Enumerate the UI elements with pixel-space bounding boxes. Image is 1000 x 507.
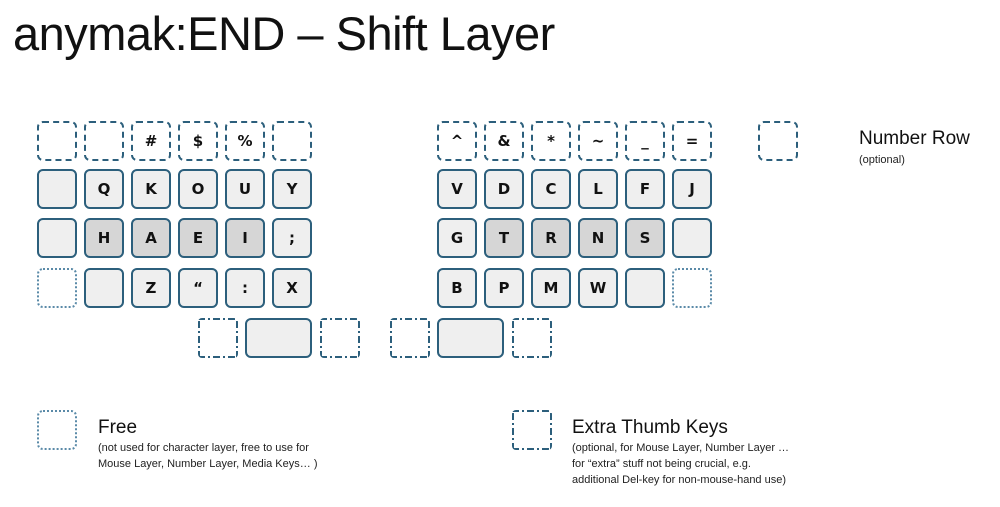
left-bottom-key-4[interactable]: “: [178, 268, 218, 308]
right-number-key-3[interactable]: *: [531, 121, 571, 161]
right-thumb-extra-outer[interactable]: [390, 318, 430, 358]
right-bottom-key-4[interactable]: W: [578, 268, 618, 308]
left-number-key-6[interactable]: [272, 121, 312, 161]
left-thumb-key[interactable]: [245, 318, 312, 358]
right-home-key-3[interactable]: R: [531, 218, 571, 258]
right-number-key-2[interactable]: &: [484, 121, 524, 161]
left-bottom-key-3[interactable]: Z: [131, 268, 171, 308]
left-thumb-extra-inner[interactable]: [198, 318, 238, 358]
legend-extra-thumb-note-line-2: for “extra” stuff not being crucial, e.g…: [572, 458, 751, 470]
left-number-key-4[interactable]: $: [178, 121, 218, 161]
right-top-key-6[interactable]: J: [672, 169, 712, 209]
left-bottom-key-6[interactable]: X: [272, 268, 312, 308]
right-home-key-1[interactable]: G: [437, 218, 477, 258]
right-home-key-4[interactable]: N: [578, 218, 618, 258]
left-home-key-4[interactable]: E: [178, 218, 218, 258]
legend-free-label: Free: [98, 417, 138, 438]
left-bottom-key-1[interactable]: [37, 268, 77, 308]
right-bottom-key-3[interactable]: M: [531, 268, 571, 308]
right-top-key-4[interactable]: L: [578, 169, 618, 209]
left-home-key-6[interactable]: ;: [272, 218, 312, 258]
right-top-key-3[interactable]: C: [531, 169, 571, 209]
right-bottom-key-2[interactable]: P: [484, 268, 524, 308]
left-number-key-3[interactable]: #: [131, 121, 171, 161]
left-home-key-5[interactable]: I: [225, 218, 265, 258]
left-top-key-5[interactable]: U: [225, 169, 265, 209]
right-thumb-extra-inner[interactable]: [512, 318, 552, 358]
left-top-key-3[interactable]: K: [131, 169, 171, 209]
legend-number-row-swatch: [758, 121, 798, 161]
left-bottom-key-5[interactable]: :: [225, 268, 265, 308]
left-home-key-2[interactable]: H: [84, 218, 124, 258]
left-home-key-3[interactable]: A: [131, 218, 171, 258]
legend-number-row-note: (optional): [859, 154, 905, 166]
legend-extra-thumb-note-line-3: additional Del-key for non-mouse-hand us…: [572, 474, 787, 486]
legend-free-note-line-2: Mouse Layer, Number Layer, Media Keys… ): [98, 458, 318, 470]
right-home-key-2[interactable]: T: [484, 218, 524, 258]
left-thumb-extra-outer[interactable]: [320, 318, 360, 358]
legend-extra-thumb-label: Extra Thumb Keys: [572, 417, 728, 438]
right-home-key-6[interactable]: [672, 218, 712, 258]
right-number-key-4[interactable]: ~: [578, 121, 618, 161]
left-number-key-2[interactable]: [84, 121, 124, 161]
legend-number-row-label: Number Row: [859, 128, 970, 149]
left-number-key-5[interactable]: %: [225, 121, 265, 161]
left-top-key-6[interactable]: Y: [272, 169, 312, 209]
left-top-key-2[interactable]: Q: [84, 169, 124, 209]
legend-extra-thumb-note-line-1: (optional, for Mouse Layer, Number Layer…: [572, 442, 790, 454]
right-number-key-5[interactable]: _: [625, 121, 665, 161]
legend-extra-thumb-swatch: [512, 410, 552, 450]
right-bottom-key-5[interactable]: [625, 268, 665, 308]
right-number-key-6[interactable]: =: [672, 121, 712, 161]
right-bottom-key-6[interactable]: [672, 268, 712, 308]
legend-free-note-line-1: (not used for character layer, free to u…: [98, 442, 309, 454]
right-top-key-5[interactable]: F: [625, 169, 665, 209]
left-top-key-1[interactable]: [37, 169, 77, 209]
right-bottom-key-1[interactable]: B: [437, 268, 477, 308]
left-bottom-key-2[interactable]: [84, 268, 124, 308]
legend-free-swatch: [37, 410, 77, 450]
left-top-key-4[interactable]: O: [178, 169, 218, 209]
right-top-key-1[interactable]: V: [437, 169, 477, 209]
right-number-key-1[interactable]: ^: [437, 121, 477, 161]
right-top-key-2[interactable]: D: [484, 169, 524, 209]
page-title: anymak:END – Shift Layer: [13, 7, 555, 60]
left-number-key-1[interactable]: [37, 121, 77, 161]
right-home-key-5[interactable]: S: [625, 218, 665, 258]
right-thumb-key[interactable]: [437, 318, 504, 358]
left-home-key-1[interactable]: [37, 218, 77, 258]
